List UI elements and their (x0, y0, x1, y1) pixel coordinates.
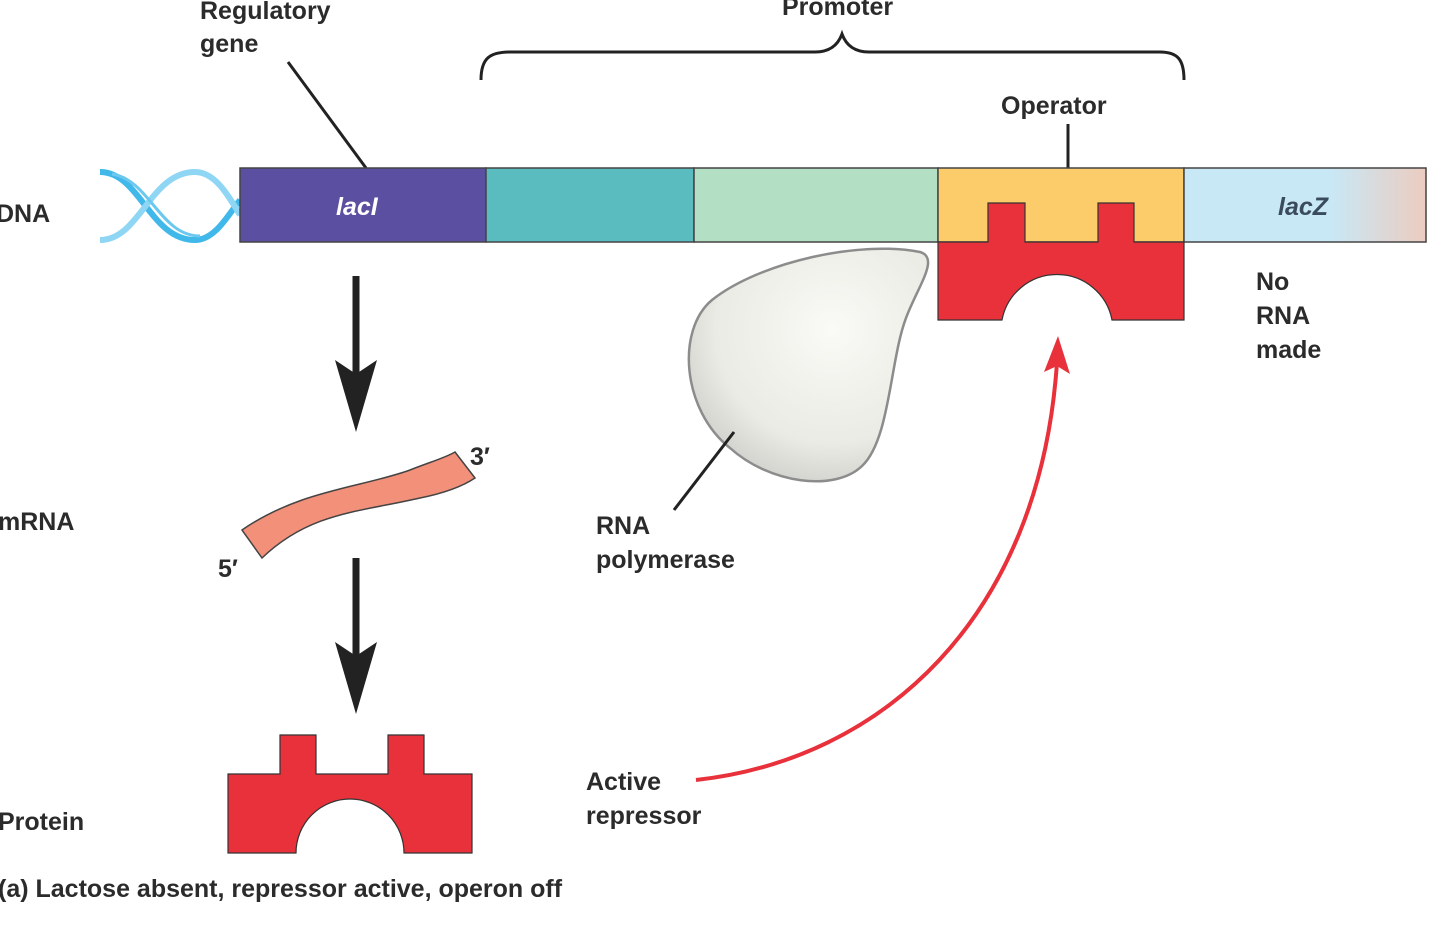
laci-label: lacI (336, 193, 379, 221)
rna-polymerase-shape (687, 247, 930, 483)
bound-repressor (937, 202, 1185, 321)
dna-label: DNA (0, 200, 50, 228)
operator-segment (937, 167, 1185, 243)
mrna-label: mRNA (0, 508, 74, 536)
promoter-segment-1 (485, 167, 695, 243)
three-prime-label: 3′ (470, 443, 490, 471)
repressor-protein (227, 734, 473, 854)
lacz-label: lacZ (1278, 193, 1330, 221)
regulatory-gene-label: Regulatory (200, 0, 331, 25)
promoter-segment-2 (693, 167, 939, 243)
translation-arrow (335, 558, 377, 714)
no-rna-label-1: No (1256, 268, 1289, 296)
no-rna-label-2: RNA (1256, 302, 1310, 330)
transcription-arrow (335, 276, 377, 432)
no-rna-label-3: made (1256, 336, 1321, 364)
active-repressor-label-1: Active (586, 768, 661, 796)
active-repressor-label-2: repressor (586, 802, 702, 830)
dna-helix (99, 168, 243, 244)
rna-polymerase-leader (672, 431, 736, 511)
figure-caption: (a) Lactose absent, repressor active, op… (0, 875, 563, 903)
regulatory-gene-leader (286, 61, 368, 169)
rna-polymerase-label-2: polymerase (596, 546, 735, 574)
protein-label: Protein (0, 808, 84, 836)
operator-label: Operator (1001, 92, 1107, 120)
promoter-brace (479, 29, 1186, 81)
regulatory-gene-label-2: gene (200, 30, 258, 58)
five-prime-label: 5′ (218, 555, 238, 583)
mrna-strand (240, 451, 477, 560)
lacz-segment (1183, 167, 1427, 243)
promoter-label: Promoter (782, 0, 893, 21)
repressor-binding-arrow (695, 336, 1070, 782)
rna-polymerase-label-1: RNA (596, 512, 650, 540)
